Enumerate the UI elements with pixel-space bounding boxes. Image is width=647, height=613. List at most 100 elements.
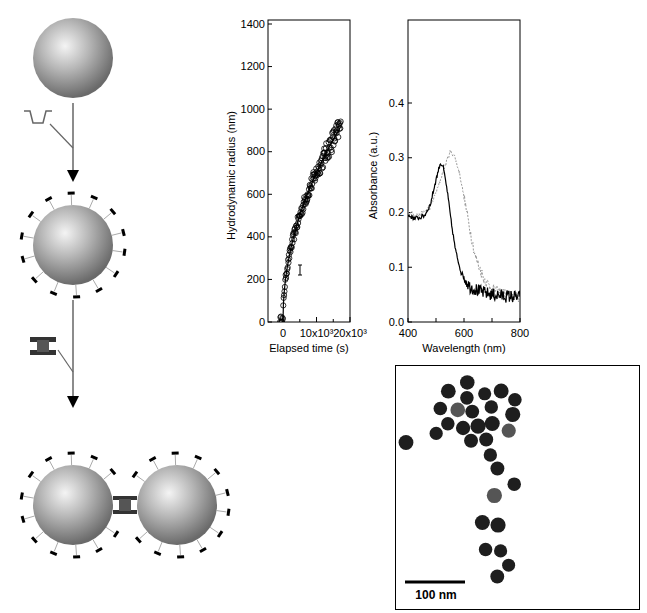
scatter-data xyxy=(277,119,343,322)
linker-icon xyxy=(113,496,137,514)
ligand-head xyxy=(154,551,162,556)
tick-mark xyxy=(299,319,300,322)
ligand xyxy=(73,285,80,299)
ligand-stem xyxy=(93,540,98,549)
ligand-stem xyxy=(197,540,202,549)
tick-mark xyxy=(464,318,465,322)
ligand xyxy=(104,468,117,479)
gold-particle xyxy=(441,384,456,399)
ligand xyxy=(50,542,58,556)
ligand-head xyxy=(90,195,98,201)
ligand-head xyxy=(213,468,220,475)
spectrum-after xyxy=(408,151,520,302)
data-point xyxy=(332,139,337,144)
ligand xyxy=(31,532,43,544)
ligand-head xyxy=(31,536,38,543)
ligand xyxy=(135,532,147,544)
gold-particle xyxy=(490,570,504,584)
data-point xyxy=(285,265,290,270)
ligand-head xyxy=(109,468,116,475)
gold-particle xyxy=(460,391,474,405)
axis-title: Wavelength (nm) xyxy=(422,342,505,355)
gold-particle xyxy=(464,434,478,448)
tick-mark xyxy=(436,318,437,322)
gold-particle xyxy=(508,393,522,407)
tick-label: 0 xyxy=(259,316,265,329)
ligand xyxy=(93,540,103,553)
gold-particle xyxy=(484,448,497,461)
tick-label: 0 xyxy=(280,327,286,340)
ligand-head xyxy=(109,208,116,215)
ligand-stem xyxy=(25,516,35,519)
plot-frame xyxy=(408,20,520,322)
gold-particle xyxy=(502,424,516,438)
ligand xyxy=(68,451,75,465)
ligand-head xyxy=(121,229,126,237)
ligand xyxy=(31,272,43,284)
ligand-head xyxy=(113,530,119,537)
gold-particle xyxy=(465,405,479,419)
tick-mark xyxy=(268,236,272,237)
gold-particle xyxy=(430,427,443,440)
error-bar-cap xyxy=(298,265,302,266)
data-point xyxy=(338,119,343,124)
tem-particles xyxy=(399,375,522,583)
ligand xyxy=(112,229,126,237)
ligand-stem xyxy=(50,201,55,210)
gold-particle xyxy=(479,543,492,556)
reaction-arrow xyxy=(72,300,74,398)
tick-label: 0.1 xyxy=(389,261,404,274)
gold-particle xyxy=(456,421,470,435)
ligand-stem xyxy=(54,282,58,291)
tick-label: 200 xyxy=(247,273,265,286)
ligand xyxy=(106,267,119,277)
tick-mark xyxy=(268,66,272,67)
ligand-stem xyxy=(104,213,112,219)
ligand-stem xyxy=(93,280,98,289)
tick-mark xyxy=(408,157,412,158)
ligand xyxy=(132,471,145,482)
axis-title: Elapsed time (s) xyxy=(269,342,348,355)
ligand xyxy=(113,249,127,256)
error-bar xyxy=(298,265,302,275)
ligand-head xyxy=(20,492,24,499)
error-bar-cap xyxy=(298,275,302,276)
ligand-head xyxy=(149,456,157,462)
data-point xyxy=(338,126,343,131)
ligand-stem xyxy=(104,473,112,479)
data-point xyxy=(298,212,303,217)
ligand-stem xyxy=(89,459,93,468)
tick-mark xyxy=(408,103,412,104)
gold-particle xyxy=(434,402,448,416)
ligand-head xyxy=(21,516,26,524)
linker-icon xyxy=(30,337,56,355)
ligand-stem xyxy=(216,493,226,495)
ligand-head xyxy=(135,536,142,543)
ligand-stem xyxy=(158,542,162,551)
data-point xyxy=(318,171,323,176)
gold-particle xyxy=(485,416,500,431)
tick-label: 20x10³ xyxy=(333,327,367,340)
tick-mark xyxy=(268,151,272,152)
data-point xyxy=(293,231,298,236)
gold-particle xyxy=(505,407,520,422)
ligand-head xyxy=(194,455,202,461)
ligand-stem xyxy=(113,251,123,252)
ligand xyxy=(197,540,207,553)
gold-particle xyxy=(490,517,505,532)
ligand-head xyxy=(28,471,35,478)
ligand-shell xyxy=(20,451,231,558)
tick-label: 800 xyxy=(511,327,529,340)
gold-particle xyxy=(494,544,507,557)
ligand-stem xyxy=(179,545,181,555)
ligand-head xyxy=(50,291,58,296)
tick-mark xyxy=(268,322,272,323)
ligand-stem xyxy=(112,233,122,235)
error-bar-line xyxy=(300,265,301,275)
ligand xyxy=(106,527,119,537)
nanoparticle xyxy=(137,465,217,545)
ligand xyxy=(20,492,34,499)
ligand-head xyxy=(177,555,184,558)
ligand xyxy=(89,195,98,209)
gold-particle xyxy=(502,559,515,572)
